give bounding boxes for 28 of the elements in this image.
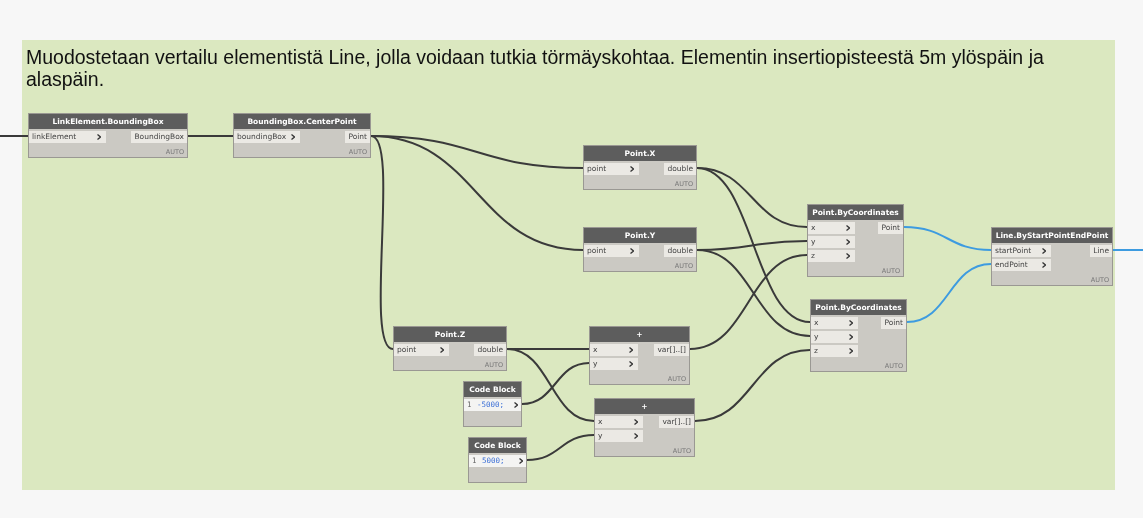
wire bbox=[526, 434, 595, 461]
node-card bbox=[583, 145, 697, 190]
node-card bbox=[468, 437, 527, 483]
node-card bbox=[810, 299, 907, 372]
node-card bbox=[991, 227, 1113, 286]
group-background bbox=[22, 40, 1115, 490]
wire bbox=[696, 249, 811, 337]
node-card bbox=[807, 204, 904, 277]
wire bbox=[521, 362, 590, 405]
wire bbox=[370, 135, 394, 350]
node-card bbox=[583, 227, 697, 272]
node-card bbox=[589, 326, 690, 385]
wire bbox=[903, 226, 992, 251]
wire bbox=[0, 135, 29, 137]
wire bbox=[187, 135, 234, 137]
wire bbox=[689, 254, 808, 350]
wire bbox=[506, 348, 595, 422]
node-card bbox=[393, 326, 507, 371]
group-title: Muodostetaan vertailu elementistä Line, jolla voidaan tutkia törmäyskohtaa. Elementin insertiopisteestä 5m ylöspäin ja alaspäin. bbox=[26, 46, 1045, 90]
wire bbox=[696, 167, 811, 323]
node-card bbox=[28, 113, 188, 158]
node-card bbox=[594, 398, 695, 457]
wire bbox=[370, 135, 584, 251]
wire bbox=[694, 349, 811, 422]
node-card bbox=[233, 113, 371, 158]
wire bbox=[906, 263, 992, 323]
node-card bbox=[463, 381, 522, 427]
wire bbox=[1112, 249, 1143, 251]
